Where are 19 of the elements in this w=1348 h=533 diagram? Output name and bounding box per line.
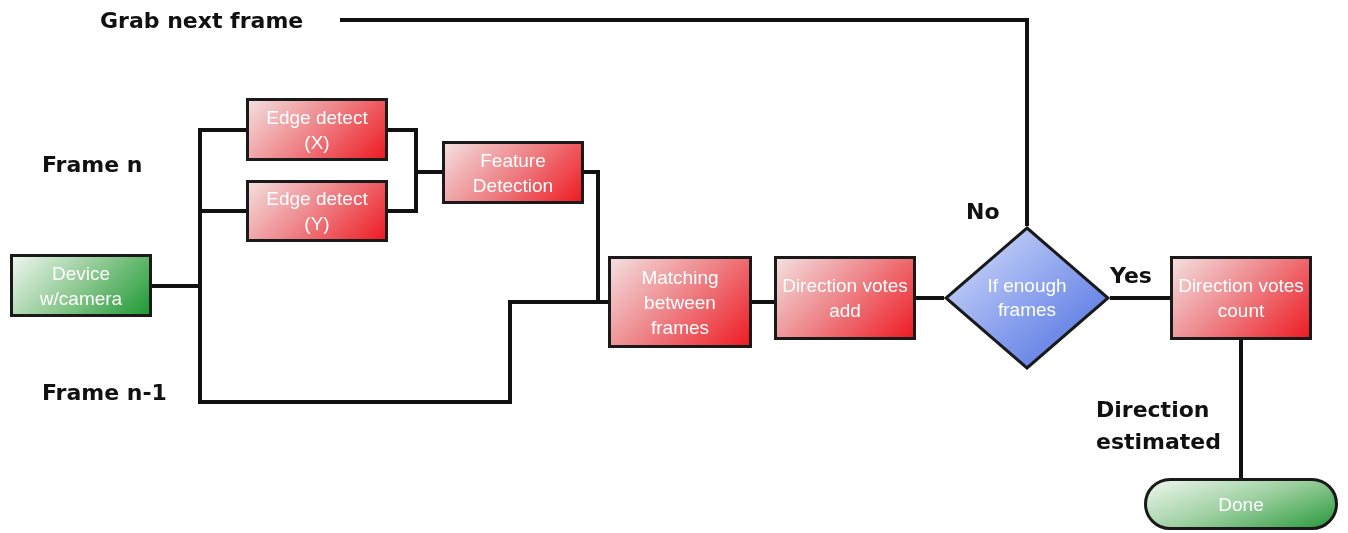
connector-line <box>1110 296 1170 300</box>
connector-line <box>340 18 1029 226</box>
branch-label: Frame n <box>42 151 143 179</box>
terminal-pill: Done <box>1144 478 1338 530</box>
node-text: Grab next frame <box>100 6 304 35</box>
connector-line <box>1239 340 1243 478</box>
process-box: Direction votes count <box>1170 256 1312 340</box>
process-box: Edge detect (Y) <box>246 180 388 242</box>
node-text: If enough frames <box>986 274 1068 322</box>
connector-line <box>388 170 442 213</box>
connector-line <box>916 296 944 300</box>
process-box: Matching between frames <box>608 256 752 348</box>
process-box: Feature Detection <box>442 141 584 204</box>
connector-line <box>752 300 774 304</box>
process-box: Device w/camera <box>10 254 152 317</box>
process-box: Direction votes add <box>774 256 916 340</box>
branch-label: Frame n-1 <box>42 379 167 407</box>
decision-diamond <box>944 226 1110 370</box>
process-box: Edge detect (X) <box>246 98 388 161</box>
